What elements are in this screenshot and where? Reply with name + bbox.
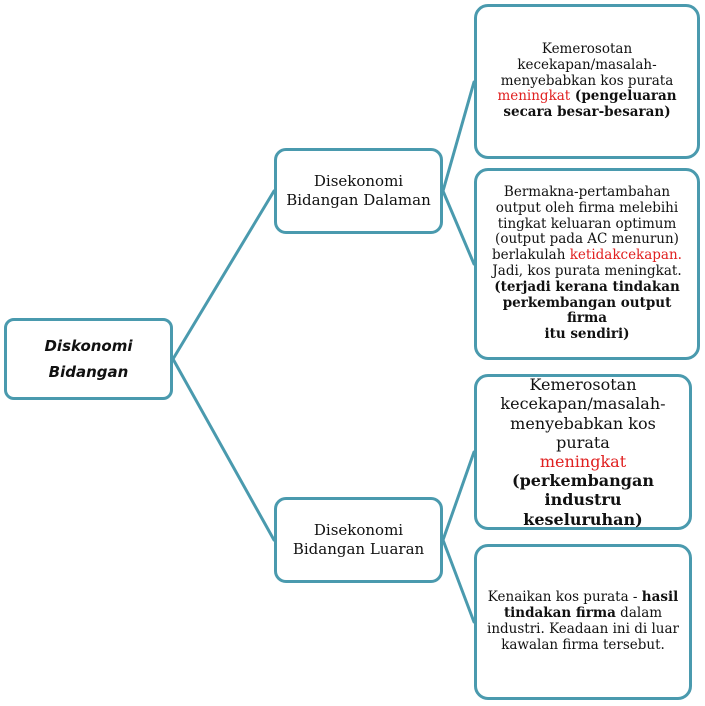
internal-diseconomies-node: Disekonomi Bidangan Dalaman <box>274 148 443 234</box>
external-leaf-1-text: Kemerosotan kecekapan/masalah- menyebabk… <box>477 375 689 529</box>
connector-root-to-internal <box>171 189 276 361</box>
bold-text: secara besar-besaran) <box>503 104 671 121</box>
highlight-text: meningkat <box>539 452 627 471</box>
root-node-text: Diskonomi Bidangan <box>44 333 132 386</box>
root-line-1: Diskonomi <box>44 336 133 355</box>
bold-text: industru keseluruhan) <box>523 490 643 529</box>
text-line: kawalan firma tersebut. <box>501 636 665 653</box>
connector-internal-to-leaf2 <box>441 189 476 266</box>
connector-external-to-leaf2 <box>441 538 476 624</box>
bold-text: perkembangan output firma <box>502 294 672 327</box>
text-line: kecekapan/masalah- <box>517 56 657 73</box>
bold-text: tindakan firma <box>503 605 616 622</box>
text-line: kecekapan/masalah- <box>500 394 666 414</box>
text-line: Jadi, kos purata meningkat. <box>492 263 682 279</box>
bold-text: (terjadi kerana tindakan <box>494 278 680 295</box>
bold-text: (perkembangan <box>512 471 654 491</box>
text-line: Bermakna-pertambahan <box>503 184 671 201</box>
text-line: output oleh firma melebihi <box>495 199 679 216</box>
external-title-line-1: Disekonomi <box>313 521 404 540</box>
internal-leaf-1-text: Kemerosotan kecekapan/masalah- menyebabk… <box>491 41 682 121</box>
text-line: industri. Keadaan ini di luar <box>487 621 679 637</box>
connector-external-to-leaf1 <box>441 450 476 542</box>
highlight-text: meningkat <box>497 88 571 105</box>
internal-title-line-1: Disekonomi <box>313 172 404 191</box>
internal-leaf-1: Kemerosotan kecekapan/masalah- menyebabk… <box>474 4 700 159</box>
root-line-2: Bidangan <box>48 363 129 381</box>
external-leaf-1: Kemerosotan kecekapan/masalah- menyebabk… <box>474 374 692 530</box>
bold-text: itu sendiri) <box>544 326 630 343</box>
external-leaf-2-text: Kenaikan kos purata - hasil tindakan fir… <box>481 590 685 653</box>
text-line: menyebabkan kos purata <box>510 413 656 452</box>
text-line: Kemerosotan <box>541 41 633 58</box>
text-line: menyebabkan kos purata <box>500 72 674 89</box>
text-line: Kemerosotan <box>529 375 637 395</box>
highlight-text: ketidakcekapan. <box>569 247 682 264</box>
bold-text: (pengeluaran <box>570 88 677 105</box>
connector-root-to-external <box>171 357 276 542</box>
external-diseconomies-node: Disekonomi Bidangan Luaran <box>274 497 443 583</box>
text-line: berlakulah <box>492 247 570 264</box>
external-node-text: Disekonomi Bidangan Luaran <box>293 521 424 559</box>
internal-leaf-2-text: Bermakna-pertambahan output oleh firma m… <box>477 184 697 343</box>
text-line: (output pada AC menurun) <box>495 231 679 248</box>
internal-node-text: Disekonomi Bidangan Dalaman <box>286 172 431 210</box>
external-leaf-2: Kenaikan kos purata - hasil tindakan fir… <box>474 544 692 700</box>
bold-text: hasil <box>641 589 679 606</box>
connector-internal-to-leaf1 <box>441 80 476 193</box>
text-line: dalam <box>615 605 663 622</box>
root-node-diskonomi-bidangan: Diskonomi Bidangan <box>4 318 173 400</box>
internal-leaf-2: Bermakna-pertambahan output oleh firma m… <box>474 168 700 360</box>
internal-title-line-2: Bidangan Dalaman <box>286 191 431 209</box>
text-line: Kenaikan kos purata - <box>487 589 642 606</box>
external-title-line-2: Bidangan Luaran <box>292 540 425 558</box>
text-line: tingkat keluaran optimum <box>497 215 677 232</box>
